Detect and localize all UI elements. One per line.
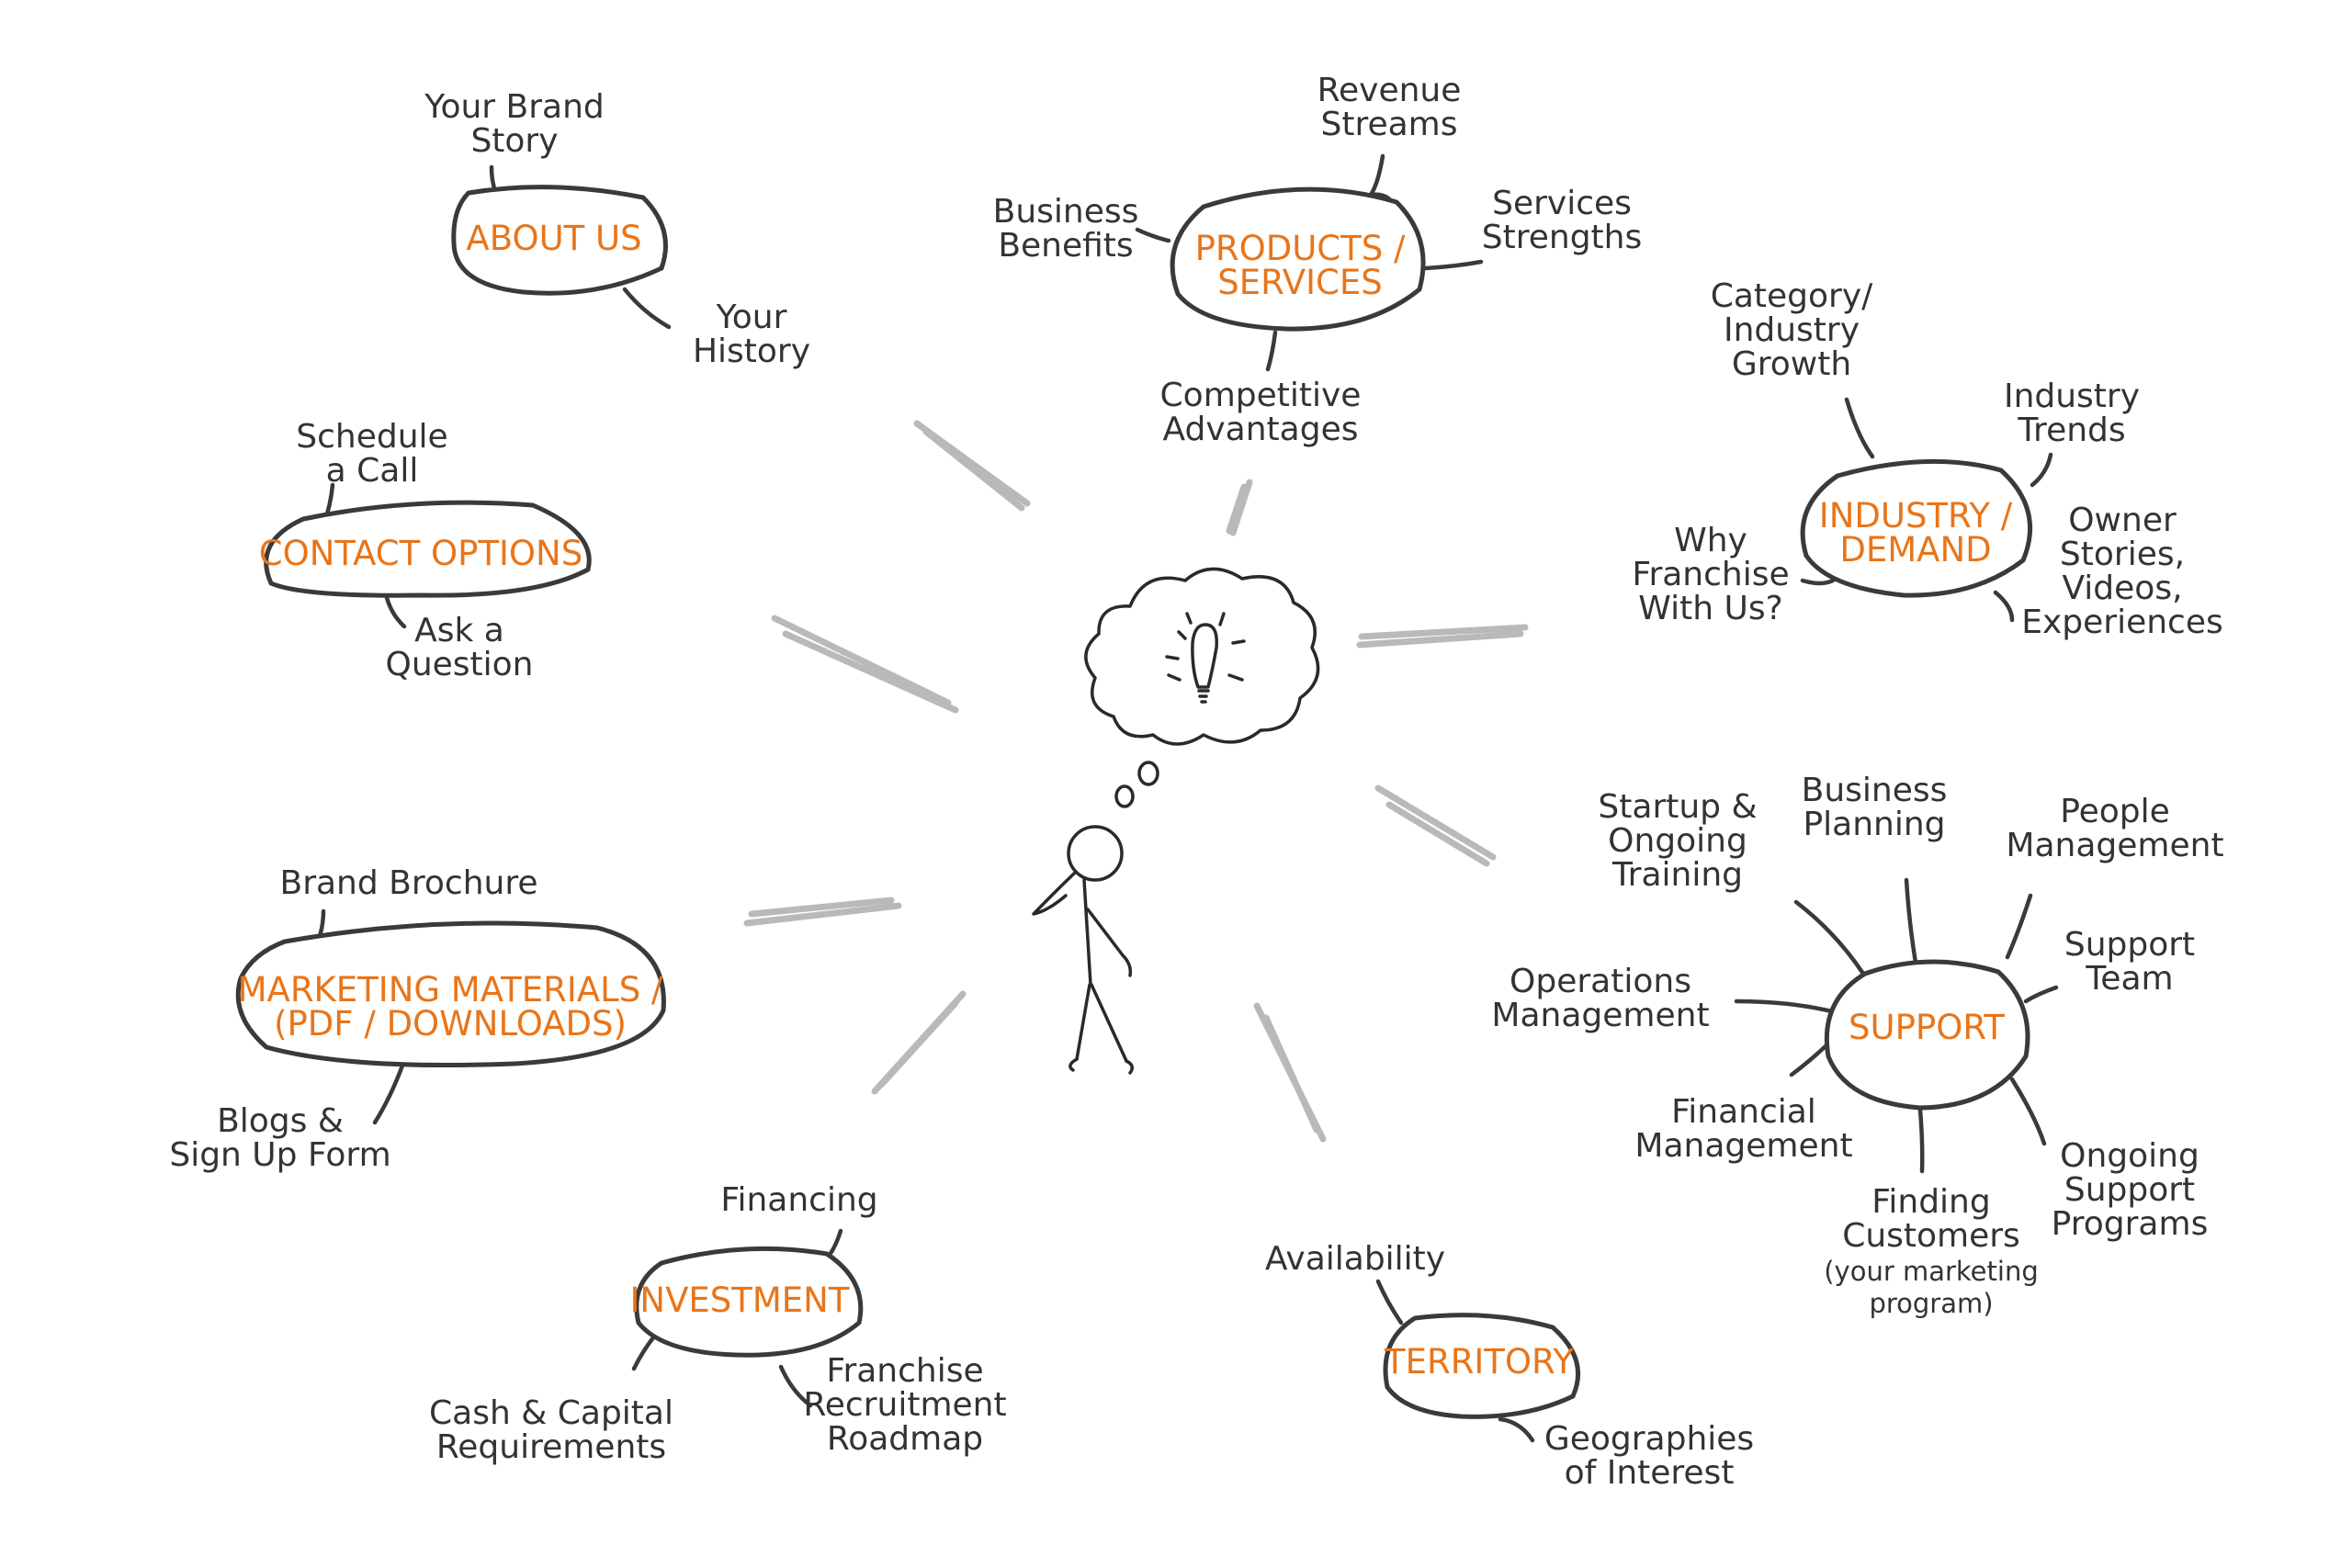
connector-training — [1793, 899, 1866, 976]
marketing-materials-oval — [235, 920, 666, 1068]
connector-trends — [2030, 452, 2053, 488]
connector-blogs — [372, 1063, 405, 1125]
about-us-title[interactable]: ABOUT US — [466, 219, 641, 258]
thinking-person-icon — [1032, 825, 1134, 1075]
ray-industry — [1356, 624, 1529, 649]
connector-people — [2005, 893, 2033, 960]
connector-operations — [1734, 998, 1838, 1015]
industry-demand-title[interactable]: INDUSTRY /DEMAND — [1819, 496, 2013, 570]
ray-about — [913, 420, 1031, 512]
ray-investment — [871, 990, 967, 1095]
connector-customers — [1917, 1107, 1925, 1174]
support-title[interactable]: SUPPORT — [1849, 1008, 2005, 1047]
contact-options-title[interactable]: CONTACT OPTIONS — [259, 534, 582, 573]
territory-title[interactable]: TERRITORY — [1384, 1342, 1574, 1382]
connector-team — [2023, 985, 2059, 1004]
ray-contact — [771, 615, 959, 714]
connector-advantages — [1265, 330, 1278, 372]
connector-planning — [1904, 877, 1918, 965]
connector-owner — [1993, 590, 2015, 623]
connector-programs — [2009, 1077, 2047, 1146]
investment-financing-label: Financing — [720, 1181, 877, 1219]
contact-options-oval — [264, 500, 592, 598]
connector-ask — [383, 592, 407, 629]
connector-benefits — [1135, 227, 1171, 243]
territory-availability-label: Availability — [1265, 1240, 1445, 1278]
rays — [743, 420, 1529, 1143]
connector-cash — [631, 1334, 657, 1371]
industry-demand-oval — [1800, 458, 2032, 598]
investment-title[interactable]: INVESTMENT — [630, 1280, 850, 1320]
connector-financial — [1789, 1043, 1829, 1077]
products-services-oval — [1170, 186, 1426, 332]
node-marketing-materials: MARKETING MATERIALS /(PDF / DOWNLOADS) B… — [169, 864, 666, 1174]
lightbulb-icon — [1165, 612, 1246, 704]
thought-cloud-icon — [1084, 567, 1320, 808]
connector-geographies — [1498, 1416, 1535, 1443]
support-oval — [1824, 959, 2030, 1111]
about-us-oval — [451, 185, 668, 296]
ray-marketing — [743, 897, 902, 927]
connector-history — [622, 287, 672, 330]
ray-support — [1374, 784, 1497, 867]
connector-why — [1800, 578, 1836, 586]
investment-oval — [634, 1246, 864, 1358]
connector-roadmap — [778, 1364, 813, 1408]
marketing-materials-title[interactable]: MARKETING MATERIALS /(PDF / DOWNLOADS) — [238, 970, 663, 1043]
ray-products — [1226, 479, 1253, 536]
marketing-blogs-label: Blogs &Sign Up Form — [169, 1102, 390, 1174]
connector-strengths — [1423, 259, 1484, 271]
ray-territory — [1253, 1002, 1327, 1143]
products-services-title[interactable]: PRODUCTS /SERVICES — [1195, 229, 1406, 302]
marketing-brochure-label: Brand Brochure — [280, 864, 538, 902]
territory-oval — [1383, 1313, 1581, 1419]
connector-availability — [1375, 1279, 1404, 1325]
connector-growth — [1844, 397, 1875, 459]
